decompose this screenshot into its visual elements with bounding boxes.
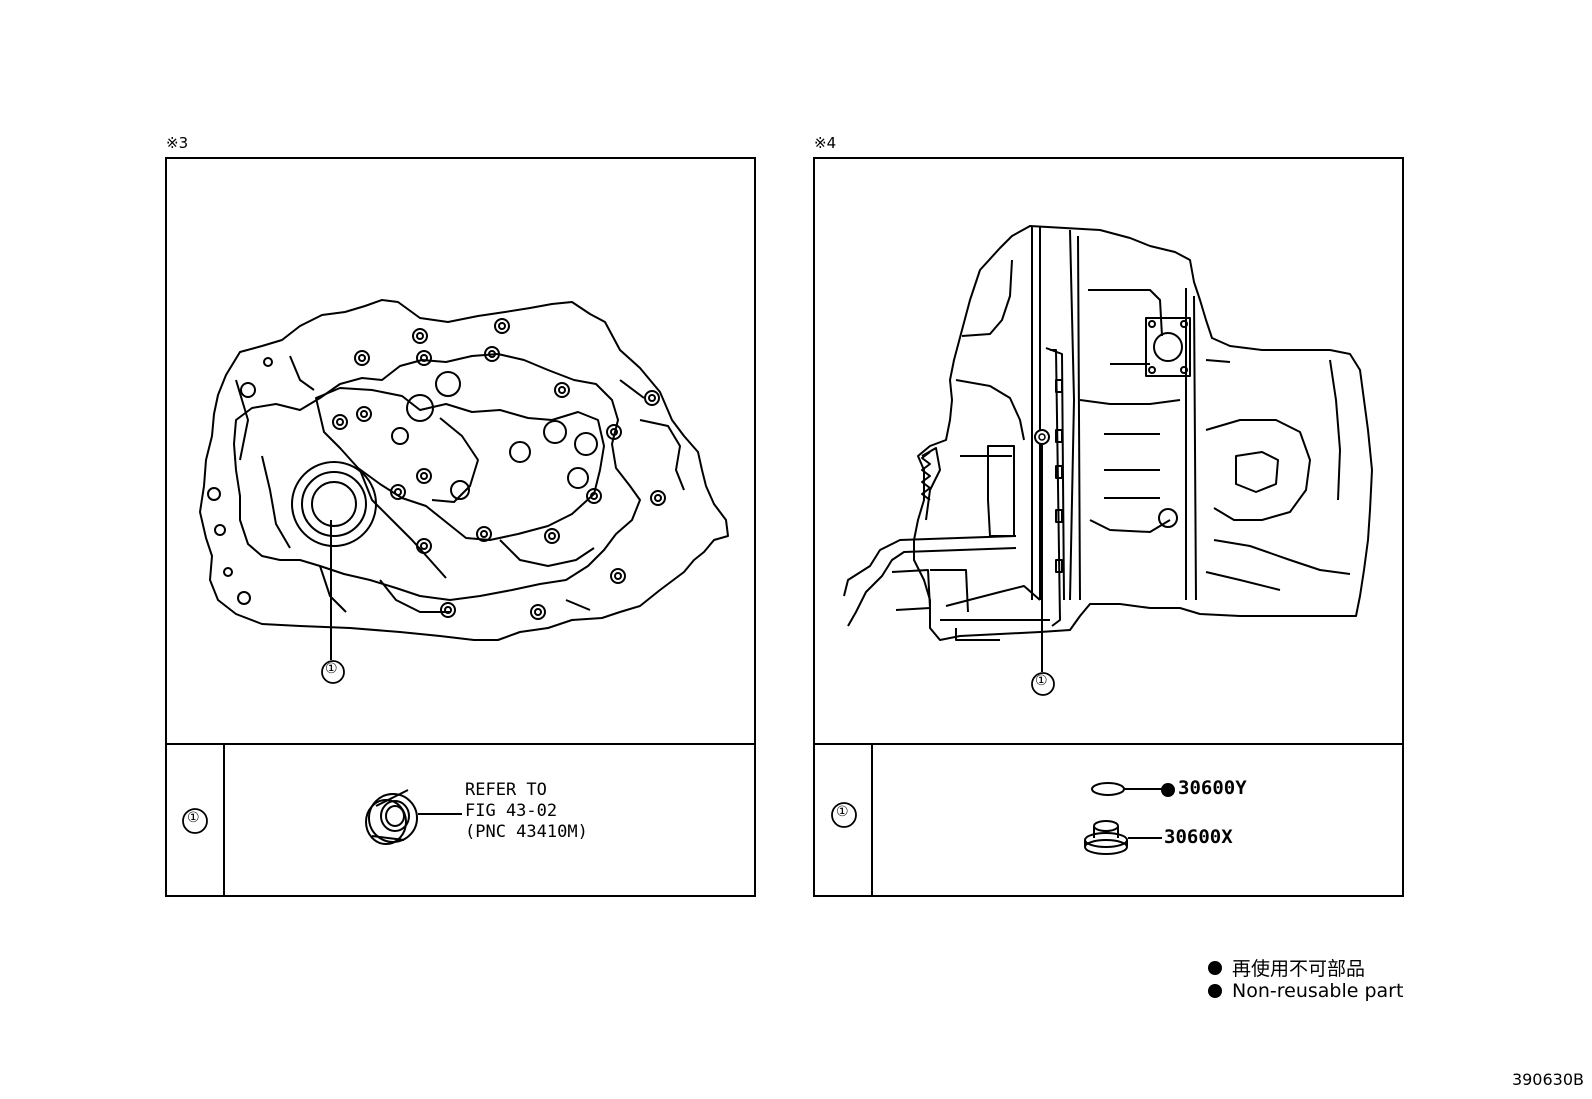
gasket-icon [1091,782,1125,796]
figure-code: 390630B [1511,1070,1584,1089]
plug-icon [1084,820,1128,855]
non-reusable-dot [1161,783,1175,797]
right-callout-circle [1031,672,1055,696]
legend-item-jp: 再使用不可部品 [1208,954,1365,981]
right-callout-number: ① [1035,673,1048,689]
transaxle-side-view [843,225,1373,641]
drain-plug-location [1034,429,1050,445]
part-number-gasket: 30600Y [1178,777,1247,799]
right-row-callout-number: ① [836,804,849,820]
refer-to-text: REFER TO FIG 43-02 (PNC 43410M) [465,780,588,843]
panel-right-frame [813,157,1404,897]
oil-seal-boss-outer [291,461,377,547]
side-bracket-hole [1153,332,1183,362]
legend-dot-icon [1208,960,1222,975]
panel-left-marker: ※3 [166,134,189,152]
part-number-plug: 30600X [1164,826,1233,848]
legend-dot-icon [1208,984,1222,998]
panel-left-frame [165,157,756,897]
refer-line-1: REFER TO [465,780,547,800]
panel-right-marker: ※4 [814,134,837,152]
oil-seal-part-icon [365,789,418,845]
oil-seal-boss-inner [311,481,357,527]
legend-label-jp: 再使用不可部品 [1232,958,1366,980]
left-callout-number: ① [325,661,338,677]
refer-line-2: FIG 43-02 [465,801,558,821]
left-callout-circle [321,660,345,684]
bolt-heads [332,318,666,620]
refer-line-3: (PNC 43410M) [465,822,588,842]
legend-label-en: Non-reusable part [1232,980,1404,1002]
left-row-callout-circle [182,808,208,834]
right-row-callout-circle [831,802,857,828]
legend-item-en: Non-reusable part [1208,980,1403,1002]
left-row-callout-number: ① [187,810,200,826]
transaxle-front-view [199,299,729,641]
oil-seal-boss-ring [301,471,367,537]
